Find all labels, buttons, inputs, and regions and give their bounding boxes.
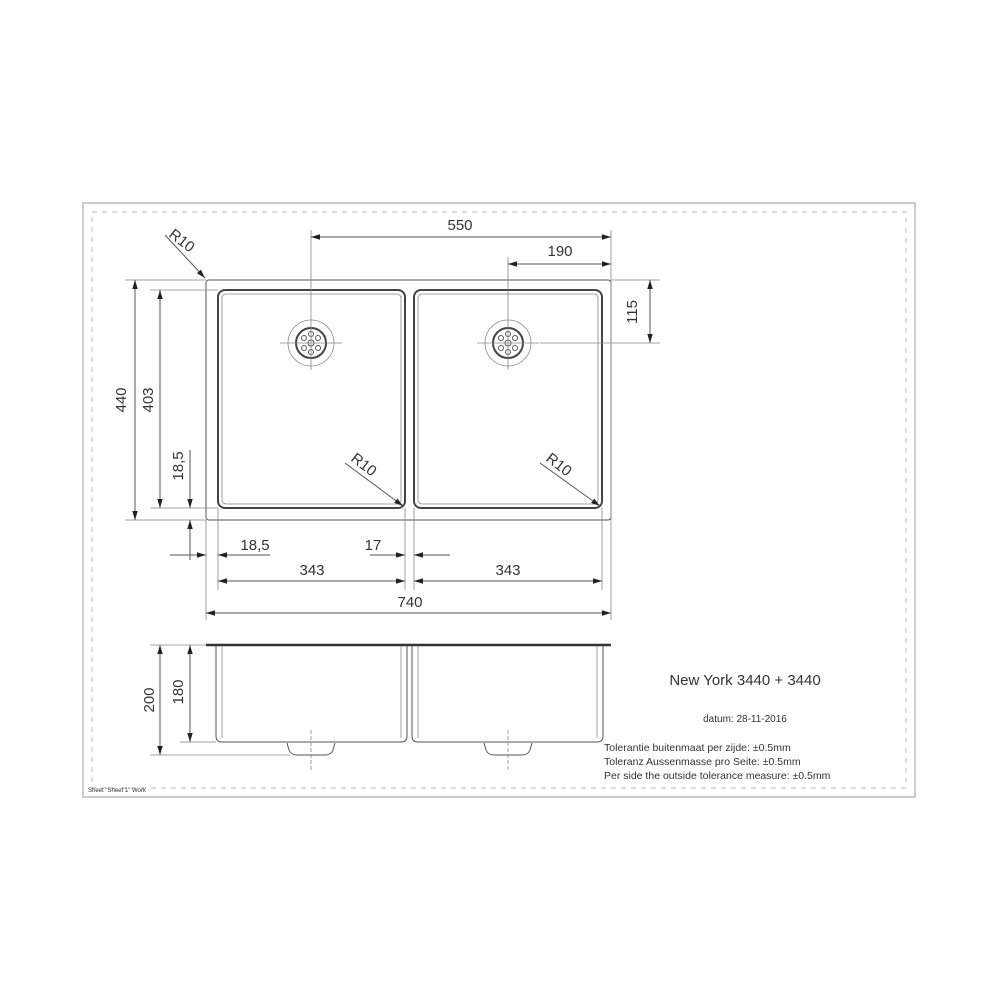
dim-drain-from-right: 190 <box>547 243 572 260</box>
dim-drain-from-top: 115 <box>624 300 641 324</box>
sink-side-view <box>150 643 611 770</box>
left-bowl <box>217 289 406 509</box>
dim-outer-width: 740 <box>397 594 422 611</box>
tolerance-nl: Tolerantie buitenmaat per zijde: ±0.5mm <box>604 742 791 754</box>
dimension-lines <box>132 234 653 755</box>
dim-bowl-height: 180 <box>170 679 187 704</box>
tolerance-en: Per side the outside tolerance measure: … <box>604 770 831 782</box>
dim-drain-spacing: 550 <box>447 217 472 234</box>
leader-lines <box>164 234 601 560</box>
dim-bowl-depth: 403 <box>140 387 157 412</box>
extension-lines <box>125 230 660 620</box>
radius-outer-label: R10 <box>166 226 198 256</box>
sink-top-view <box>205 279 612 521</box>
dim-divider: 17 <box>365 537 382 554</box>
radius-left-label: R10 <box>348 450 380 480</box>
dim-total-height: 200 <box>141 687 158 712</box>
radius-right-label: R10 <box>543 450 575 480</box>
sheet-inner-border <box>91 211 907 789</box>
tolerance-de: Toleranz Aussenmasse pro Seite: ±0.5mm <box>604 756 801 768</box>
sheet-border <box>82 202 916 798</box>
dim-edge-horizontal: 18,5 <box>240 537 269 554</box>
drawing-date: datum: 28-11-2016 <box>703 714 787 725</box>
dim-bowl-width-right: 343 <box>495 562 520 579</box>
dim-edge-vertical: 18,5 <box>170 451 187 480</box>
dim-bowl-width-left: 343 <box>299 562 324 579</box>
sheet-label: Sheet "Sheet 1" Work <box>88 788 147 794</box>
product-title: New York 3440 + 3440 <box>669 672 820 689</box>
sink-outline <box>205 279 612 521</box>
dim-outer-depth: 440 <box>113 387 130 412</box>
